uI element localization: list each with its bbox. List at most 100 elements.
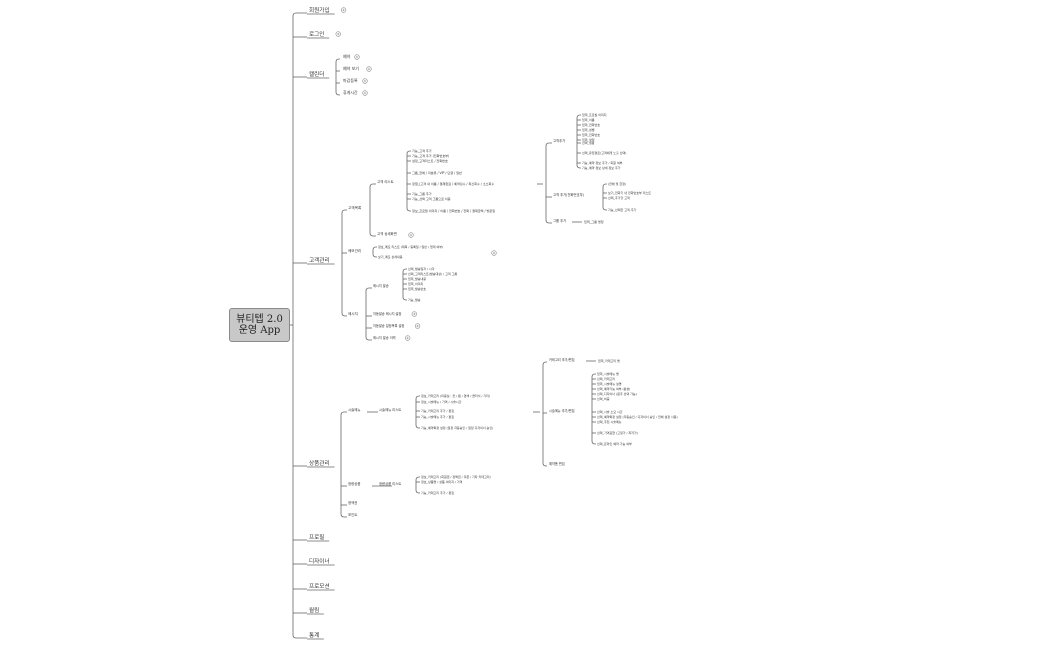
login-expand-icon[interactable] — [335, 31, 341, 37]
service-edit-line: 선택_가격표현 (고정가 / 최저가) — [597, 430, 638, 435]
message-item[interactable]: 자동발송 일정목록 설정 — [373, 323, 404, 328]
calendar-item[interactable]: 예약 — [343, 53, 351, 59]
message-item-expand-icon[interactable] — [415, 323, 421, 329]
contacts-line: (전체 및 한정) — [608, 181, 626, 186]
branch-login[interactable]: 로그인 — [309, 31, 324, 38]
customer-list-node[interactable]: 고객목록 — [348, 205, 362, 210]
trunk-line — [292, 12, 307, 17]
calendar-item[interactable]: 마감등록 — [343, 77, 358, 83]
customer-spine — [341, 209, 347, 214]
message-send-line: 선택_고객리스트(발송대상) / 고객 그룹 — [408, 271, 457, 276]
customer-list-line: 정렬_(고객 내 이름 / 결제완료 / 예약횟수 / 최신회수 / 소소회수 — [412, 181, 494, 186]
calendar-item-expand-icon[interactable] — [354, 54, 360, 60]
contacts-lines-spine — [602, 183, 607, 188]
contacts-line: 보기_전화기 내 전화번호부 리스트 — [608, 190, 651, 195]
add-customer-line: 입력_이름 — [582, 117, 595, 122]
message-item-expand-icon[interactable] — [405, 335, 411, 341]
branch-signup[interactable]: 회원가입 — [309, 6, 330, 14]
add-group-line-text: 입력_그룹 명칭 — [584, 219, 604, 224]
message-send-lines-spine — [402, 296, 407, 301]
customer-detail-expand-icon[interactable] — [408, 232, 414, 238]
add-customer-line: 입력_전화번호 — [582, 132, 600, 137]
customer-add-spine — [545, 142, 552, 147]
service-line: 정보_시술메뉴 / 가격 / 시술시간 — [421, 399, 462, 404]
service-edit-lines-spine — [591, 440, 596, 445]
add-customer-line: 선택_생활 — [582, 140, 595, 145]
membership-line: 정보_카테고리 (회원권 / 정액권 / 쿠폰 / 기타 카테고리) — [421, 474, 491, 479]
branch-stats[interactable]: 통계 — [309, 631, 319, 639]
message-item[interactable]: 자동발송 메시지 설정 — [373, 311, 401, 316]
signup-expand-icon[interactable] — [341, 7, 347, 13]
membership-line: 기능_카테고리 추가 / 편집 — [421, 490, 454, 495]
message-send-line: 입력_이미지 — [408, 281, 424, 286]
branch-promotion[interactable]: 프로모션 — [309, 582, 330, 590]
service-edit-line: 선택_예약확정 설정 (자동승인 / 디자이너 승인 / 전체 설정 사용) — [597, 414, 678, 419]
message-item[interactable]: 메시지 발송 이력 — [373, 335, 396, 340]
customer-list-spine — [369, 232, 376, 237]
reservation-edit-node[interactable]: 예약폼 편집 — [549, 461, 565, 466]
category-edit-node[interactable]: 카테고리 추가/편집 — [549, 357, 575, 362]
service-edit-line: 선택_비중 — [597, 396, 610, 401]
customer-list-line: 설정_고객리스트 / 전화번호 — [412, 158, 448, 163]
message-spine — [365, 336, 372, 341]
message-send-node[interactable]: 메시지 발송 — [373, 283, 389, 288]
branch-calendar[interactable]: 캘린더 — [309, 70, 324, 78]
product-spine — [340, 411, 347, 416]
membership-line: 정보_상품명 / 상품 이미지 / 가격 — [421, 479, 463, 484]
memo-line: 보기_메모 상세내용 — [378, 254, 403, 259]
memo-node[interactable]: 메모관리 — [348, 248, 361, 253]
calendar-item-expand-icon[interactable] — [362, 90, 368, 96]
add-customer-line: 입력_성별 — [582, 127, 595, 132]
root-node[interactable]: 뷰티텝 2.0 운영 App — [229, 308, 290, 342]
message-send-line: 선택_발송일자 / 시각 — [408, 266, 435, 271]
add-customer-line: 기능_예약 정보 추가 / 회원 여부 — [582, 160, 623, 165]
category-edit-line-text: 입력_카테고리 명 — [598, 358, 620, 363]
message-node[interactable]: 메시지 — [348, 311, 358, 316]
membership-list-node[interactable]: 정량상품 리스트 — [379, 481, 401, 486]
membership-node[interactable]: 정량상품 — [348, 481, 360, 486]
branch-customer[interactable]: 고객관리 — [309, 256, 330, 264]
contacts-lines-spine — [602, 206, 607, 211]
service-line: 기능_예약확정 설정 (일정 자동승인 / 일정 디자이너 승인) — [421, 425, 493, 430]
calendar-item-expand-icon[interactable] — [366, 66, 372, 72]
service-edit-line: 선택_온라인 예약 가능 여부 — [597, 441, 632, 446]
message-item-expand-icon[interactable] — [411, 311, 417, 317]
service-edit-node[interactable]: 시술메뉴 추가/편집 — [549, 408, 575, 413]
customer-list-line: 기능_고객 추가 — [412, 148, 432, 153]
message-spine — [365, 287, 372, 292]
service-edit-line: 입력_시술메뉴 설명 — [597, 381, 622, 386]
service-edit-line: 선택_추천 시술메뉴 — [597, 419, 622, 424]
membership-lines-spine — [415, 489, 420, 494]
service-edit-lines-spine — [591, 373, 596, 378]
customer-list-screen-node[interactable]: 고객 리스트 — [377, 179, 394, 184]
branch-designer[interactable]: 디자이너 — [309, 557, 330, 565]
service-edit-line: 선택_디자이너 (원추 선택 가능) — [597, 391, 637, 396]
branch-profile[interactable]: 프로필 — [309, 534, 324, 541]
calendar-item[interactable]: 휴게시간 — [343, 89, 358, 95]
service-list-node[interactable]: 시술메뉴 리스트 — [379, 407, 401, 412]
memo-spine — [372, 246, 377, 251]
branch-product[interactable]: 상품관리 — [309, 459, 330, 467]
calendar-item[interactable]: 예약 보기 — [343, 65, 359, 71]
add-group-node[interactable]: 그룹 추가 — [553, 218, 566, 223]
branch-shop[interactable]: 월림 — [309, 606, 319, 614]
customer-list-line: 그룹_전체 / 미분류 / VIP / 단골 / 일반 — [412, 170, 462, 175]
customer-detail-node[interactable]: 고객 상세화면 — [377, 231, 397, 236]
root-title-line2: 운영 App — [238, 325, 281, 336]
service-edit-spine — [542, 462, 547, 467]
trunk-line — [292, 634, 307, 639]
point-node[interactable]: 포인트 — [348, 512, 357, 517]
calendar-item-expand-icon[interactable] — [362, 78, 368, 84]
service-node[interactable]: 시술메뉴 — [348, 407, 360, 412]
customer-list-line: 기능_그룹 추가 — [412, 191, 432, 196]
message-send-line: 입력_발송내용 — [408, 276, 426, 281]
customer-list-lines-spine — [406, 207, 411, 212]
memo-expand-icon[interactable] — [491, 250, 497, 256]
coupon-node[interactable]: 정액권 — [348, 500, 357, 505]
customer-list-line: 기능_고객 추가 (전화번호부) — [412, 153, 449, 158]
contacts-line: 기능_선택한 고객 추가 — [608, 207, 636, 212]
add-from-contacts-node[interactable]: 고객 추가(전화번호부) — [553, 192, 584, 197]
add-customer-node[interactable]: 고객추가 — [553, 138, 565, 143]
service-lines-spine — [415, 395, 420, 400]
